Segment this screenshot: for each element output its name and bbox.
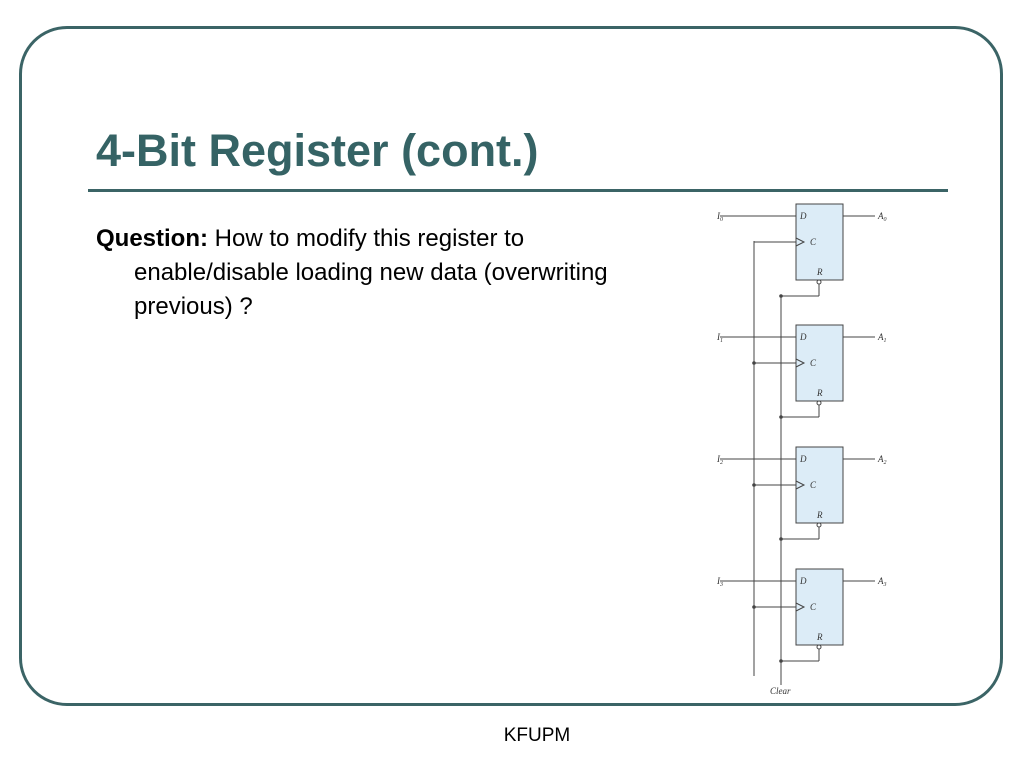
circuit-wires (720, 215, 875, 685)
clear-label: Clear (770, 686, 791, 696)
d-pin-label: D (799, 454, 807, 464)
question-paragraph: Question: How to modify this register to… (96, 222, 641, 324)
output-label-1: A1 (877, 332, 887, 344)
junction-dot (779, 294, 783, 298)
question-text: How to modify this register to enable/di… (134, 225, 608, 320)
output-label-3: A3 (877, 576, 887, 588)
flipflop-1: I1 A1 D C R (716, 324, 887, 406)
flipflop-0: I0 A0 D C R (716, 203, 887, 285)
slide-footer: KFUPM (503, 725, 571, 746)
c-pin-label: C (810, 480, 817, 490)
input-label-0: I0 (716, 211, 723, 223)
clock-triangle (795, 358, 806, 368)
input-subscript: 2 (720, 460, 723, 466)
r-pin-label: R (816, 267, 823, 277)
question-label: Question: (96, 225, 208, 252)
title-underline (88, 189, 948, 192)
input-label-1: I1 (716, 332, 723, 344)
reset-bubble (816, 279, 822, 285)
output-subscript: 2 (884, 460, 887, 466)
output-label-0: A0 (877, 211, 887, 223)
c-pin-label: C (810, 358, 817, 368)
slide-frame (19, 26, 1003, 706)
d-pin-label: D (799, 332, 807, 342)
junction-dot (779, 537, 783, 541)
junction-dot (752, 483, 756, 487)
input-subscript: 3 (719, 582, 723, 588)
flipflop-2: I2 A2 D C R (716, 446, 887, 528)
input-subscript: 1 (720, 338, 723, 344)
reset-bubble (816, 400, 822, 406)
r-pin-label: R (816, 632, 823, 642)
junction-dot (779, 415, 783, 419)
clock-triangle (795, 602, 806, 612)
output-subscript: 3 (883, 582, 887, 588)
output-label-2: A2 (877, 454, 887, 466)
reset-bubble (816, 522, 822, 528)
input-subscript: 0 (720, 217, 723, 223)
slide-title: 4-Bit Register (cont.) (96, 125, 539, 176)
junction-dot (752, 605, 756, 609)
r-pin-label: R (816, 510, 823, 520)
output-subscript: 1 (884, 338, 887, 344)
clock-triangle (795, 480, 806, 490)
c-pin-label: C (810, 602, 817, 612)
c-pin-label: C (810, 237, 817, 247)
input-label-3: I3 (716, 576, 723, 588)
junction-dot (779, 659, 783, 663)
reset-bubble (816, 644, 822, 650)
flipflop-3: I3 A3 D C R (716, 568, 887, 650)
d-pin-label: D (799, 576, 807, 586)
r-pin-label: R (816, 388, 823, 398)
input-label-2: I2 (716, 454, 723, 466)
clock-triangle (795, 237, 806, 247)
output-subscript: 0 (884, 217, 887, 223)
junction-dot (752, 361, 756, 365)
d-pin-label: D (799, 211, 807, 221)
